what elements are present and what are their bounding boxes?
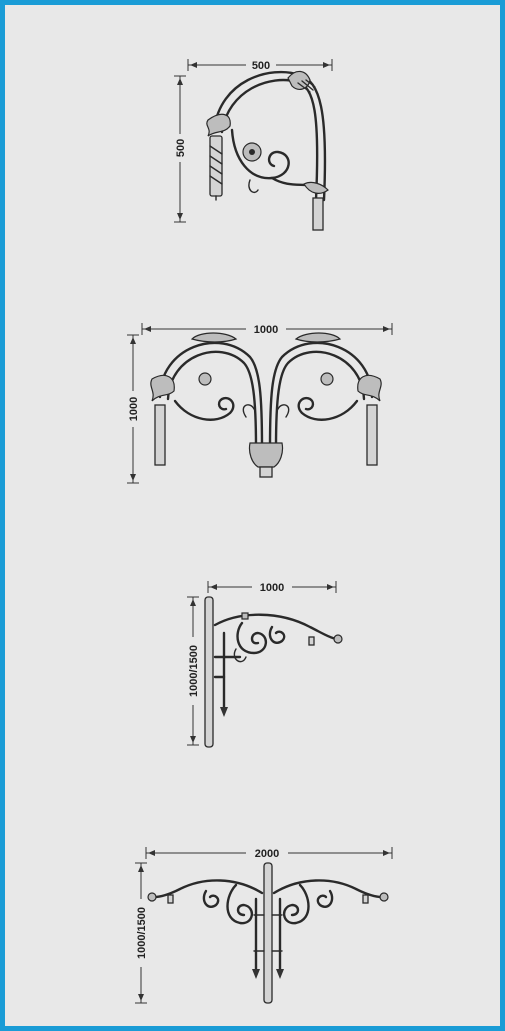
width-dimension-label: 500 [252, 60, 270, 72]
wall-arm-ironwork [204, 596, 343, 748]
bracket-4-drawing: 2000 1000/1500 [133, 846, 393, 1004]
width-dimension-label: 1000 [260, 582, 284, 594]
bracket-1-drawing: 500 500 [172, 58, 333, 231]
bracket-1: 500 500 [10, 50, 505, 240]
width-dimension-label: 1000 [254, 324, 278, 336]
double-arm-ironwork [147, 862, 389, 1004]
double-arch-ironwork [150, 332, 382, 478]
bracket-3-drawing: 1000 1000/1500 [185, 580, 343, 748]
rosette-icon [320, 372, 334, 386]
height-dimension-label: 500 [175, 139, 187, 157]
height-dimension-label: 1000 [128, 397, 140, 421]
bracket-4: 2000 1000/1500 [10, 843, 505, 1008]
bracket-2: 1000 1000 [10, 317, 505, 497]
bracket-2-drawing: 1000 1000 [125, 322, 393, 484]
rosette-icon [198, 372, 212, 386]
scroll-bracket-ironwork [206, 70, 329, 231]
height-dimension-label: 1000/1500 [136, 907, 148, 959]
bracket-3: 1000 1000/1500 [10, 577, 505, 752]
height-dimension-label: 1000/1500 [188, 645, 200, 697]
width-dimension-label: 2000 [255, 848, 279, 860]
